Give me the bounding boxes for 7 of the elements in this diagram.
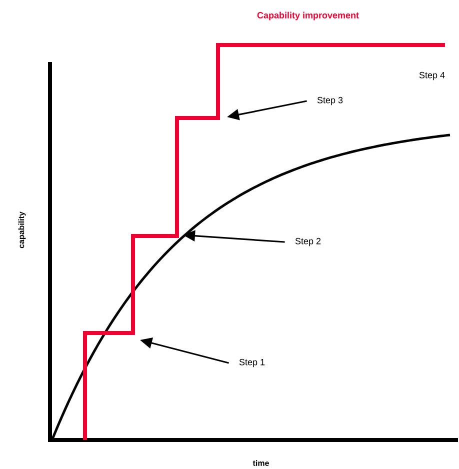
axis-label: capability [18,212,26,248]
step-label: Step 1 [239,358,265,368]
chart-title: Capability improvement [257,12,359,20]
axis-label: time [252,460,269,466]
step-label: Step 2 [295,238,321,246]
step-label: Step 3 [317,96,343,106]
step-label: Step 4 [419,72,445,80]
